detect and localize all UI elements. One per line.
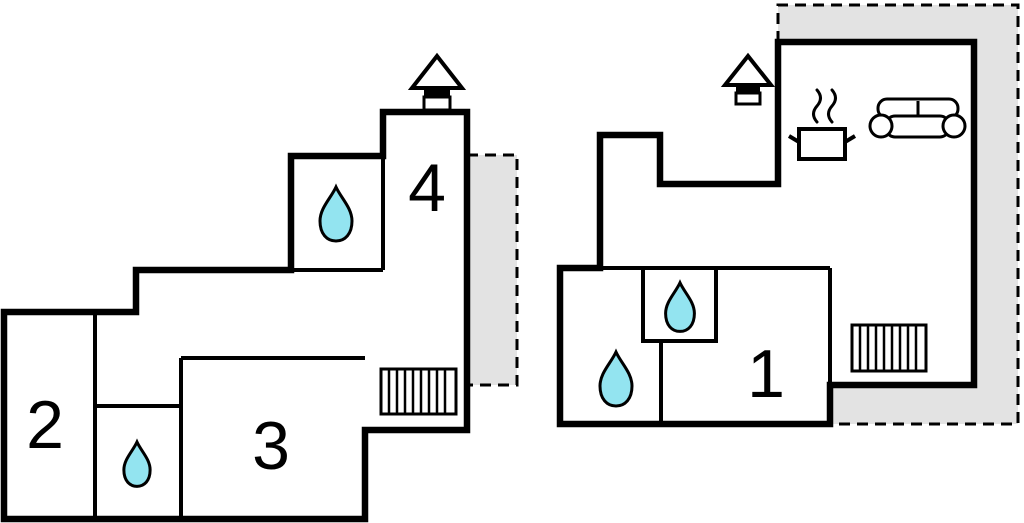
chimney-icon [720,52,776,106]
room-label-3: 3 [252,408,290,484]
terrace-border [776,3,1020,426]
room-label-2: 2 [26,387,64,463]
chimney-icon [407,52,467,112]
terrace-border [467,153,519,387]
outer-wall [0,108,471,523]
radiator-icon [850,323,928,373]
terrace-area [467,155,517,385]
sofa-icon [868,97,967,139]
interior-walls [560,266,832,424]
interior-walls [93,156,385,519]
room-label-4: 4 [408,150,446,226]
stove-steam-icon [787,88,857,161]
left-unit: 4 2 3 [0,52,519,523]
right-unit: 1 [556,3,1020,428]
radiator-icon [379,367,458,416]
room-label-1: 1 [747,336,785,412]
